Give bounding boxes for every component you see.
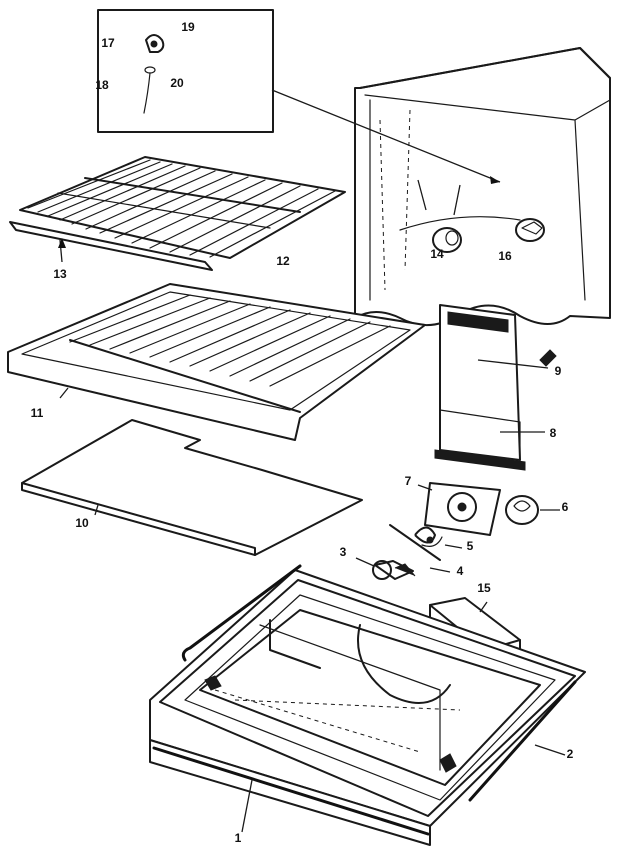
callout-label-12: 12 <box>276 254 290 268</box>
callout-label-14: 14 <box>430 247 444 261</box>
callout-label-9: 9 <box>555 364 562 378</box>
shelf-bar <box>9 221 213 271</box>
callout-label-3: 3 <box>340 545 347 559</box>
callout-label-18: 18 <box>95 78 109 92</box>
callout-label-2: 2 <box>567 747 574 761</box>
callout-label-11: 11 <box>31 406 44 420</box>
callout-label-15: 15 <box>477 581 491 595</box>
cabinet-corner <box>354 47 611 327</box>
callout-label-6: 6 <box>562 500 569 514</box>
callout-label-20: 20 <box>170 76 184 90</box>
callout-label-10: 10 <box>75 516 89 530</box>
callout-label-17: 17 <box>101 36 115 50</box>
evaporator-cover <box>434 304 557 471</box>
callout-label-16: 16 <box>498 249 512 263</box>
base-pan <box>149 564 586 846</box>
wire-shelf <box>19 156 346 259</box>
inset-detail <box>97 9 501 184</box>
callout-label-13: 13 <box>53 267 67 281</box>
fan-assembly <box>355 482 560 580</box>
callout-label-7: 7 <box>405 474 412 488</box>
callout-label-5: 5 <box>467 539 474 553</box>
callout-label-1: 1 <box>235 831 242 845</box>
callout-label-8: 8 <box>550 426 557 440</box>
crisper-cover-frame <box>7 283 426 441</box>
callout-label-4: 4 <box>457 564 464 578</box>
glass-panel <box>21 419 363 556</box>
callout-label-19: 19 <box>181 20 195 34</box>
